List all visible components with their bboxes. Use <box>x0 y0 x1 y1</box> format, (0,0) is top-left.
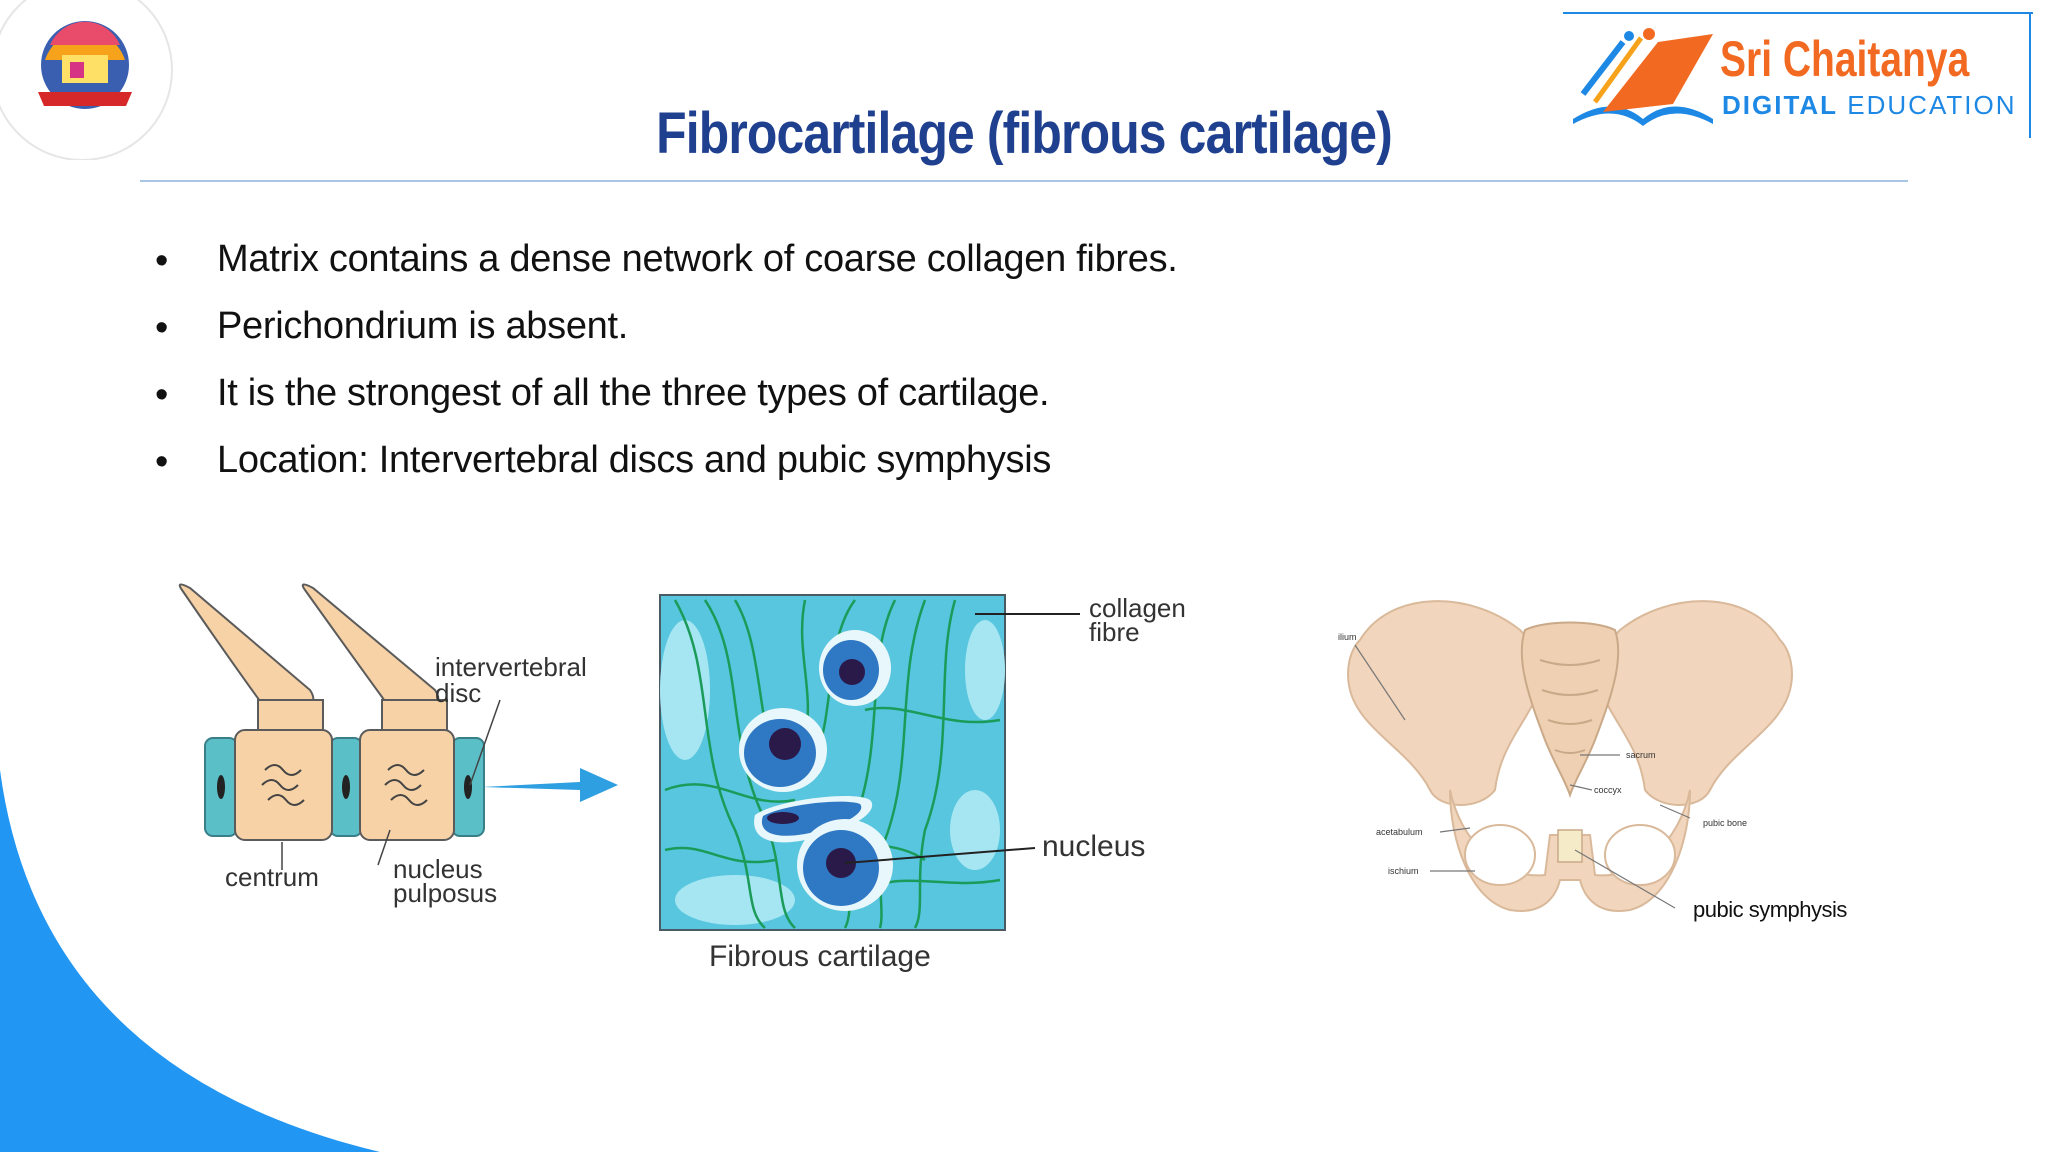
title-divider <box>140 180 1908 182</box>
bullet-dot-3: • <box>155 374 169 416</box>
label-ischium: ischium <box>1388 866 1419 876</box>
bullet-text-4: Location: Intervertebral discs and pubic… <box>217 439 1052 481</box>
slide-title: Fibrocartilage (fibrous cartilage) <box>656 101 1393 166</box>
label-pubic-symphysis: pubic symphysis <box>1693 897 1847 922</box>
bullet-text-2: Perichondrium is absent. <box>217 305 629 347</box>
vertebra-diagram: intervertebral disc centrum nucleus pulp… <box>178 583 618 908</box>
bullet-text-1: Matrix contains a dense network of coars… <box>217 238 1178 280</box>
pelvis-diagram: ilium sacrum coccyx acetabulum pubic bon… <box>1338 600 1848 922</box>
label-acetabulum: acetabulum <box>1376 827 1423 837</box>
label-intervertebral: intervertebral <box>435 652 587 682</box>
brand-top-line <box>1563 12 2033 14</box>
bullet-dot-4: • <box>155 441 169 483</box>
label-collagen: collagen <box>1089 593 1186 623</box>
bullet-text-3: It is the strongest of all the three typ… <box>217 372 1050 414</box>
caption-fibrous-cartilage: Fibrous cartilage <box>709 940 931 973</box>
label-coccyx: coccyx <box>1594 785 1622 795</box>
book-logo-icon <box>1573 28 1713 126</box>
bullet-dot-1: • <box>155 240 169 282</box>
label-pulposus: pulposus <box>393 878 497 908</box>
label-fibre: fibre <box>1089 617 1140 647</box>
label-nucleus: nucleus <box>393 854 483 884</box>
fibrous-cartilage-diagram: collagen fibre nucleus Fibrous cartilage <box>659 593 1186 973</box>
brand-tagline: DIGITAL EDUCATION <box>1722 90 2017 120</box>
label-ilium: ilium <box>1338 632 1357 642</box>
label-sacrum: sacrum <box>1626 750 1656 760</box>
label-centrum: centrum <box>225 862 319 892</box>
brand-side-line <box>2029 12 2031 138</box>
label-disc: disc <box>435 678 481 708</box>
label-cell-nucleus: nucleus <box>1042 830 1145 863</box>
bullet-dot-2: • <box>155 307 169 349</box>
school-logo <box>0 0 173 160</box>
corner-decoration <box>0 770 380 1152</box>
label-pubic-bone: pubic bone <box>1703 818 1747 828</box>
brand-name: Sri Chaitanya <box>1720 31 1970 87</box>
